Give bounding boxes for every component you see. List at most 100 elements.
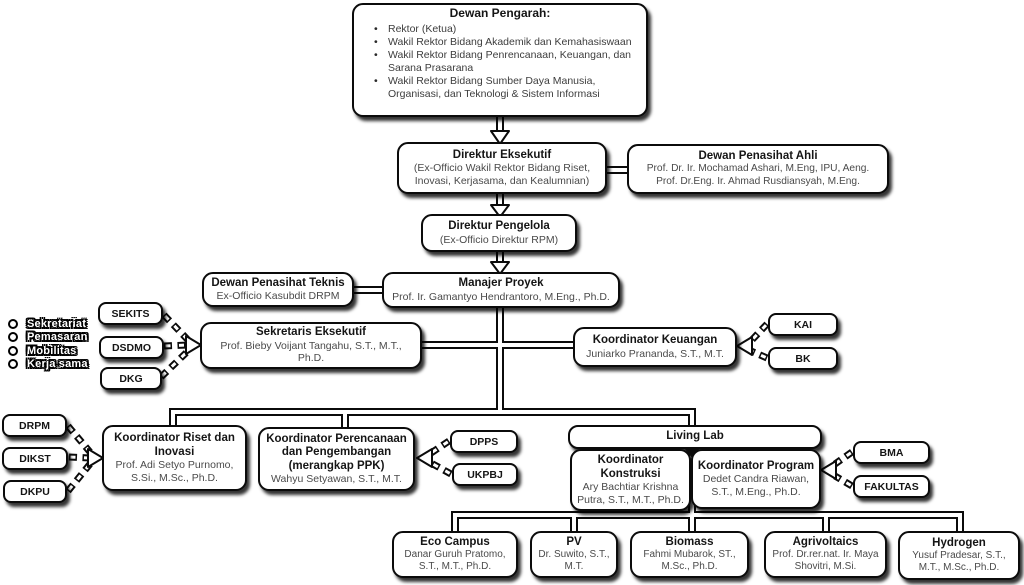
box-direktur-pengelola: Direktur Pengelola (Ex-Officio Direktur … — [421, 214, 577, 252]
tag-box-dkpu: DKPU — [3, 480, 67, 503]
tag-label: DSDMO — [111, 341, 152, 354]
box-pv: PV Dr. Suwito, S.T., M.T. — [530, 531, 618, 578]
tag-box-bk: BK — [768, 347, 838, 370]
box-hydrogen: Hydrogen Yusuf Pradesar, S.T., M.T., M.S… — [898, 531, 1020, 580]
box-body: Ex-Officio Kasubdit DRPM — [216, 290, 340, 302]
tag-label: DPPS — [469, 435, 499, 448]
box-direktur-eksekutif: Direktur Eksekutif (Ex-Officio Wakil Rek… — [397, 142, 607, 194]
label-row: Pemasaran — [8, 331, 88, 345]
tag-label: BMA — [879, 446, 904, 459]
box-koordinator-keuangan: Koordinator Keuangan Juniarko Prananda, … — [573, 327, 737, 367]
box-koordinator-konstruksi: Koordinator Konstruksi Ary Bachtiar Kris… — [570, 449, 691, 511]
arrowhead-left-icon — [416, 448, 433, 468]
box-body: Prof. Dr.rer.nat. Ir. Maya Shovitri, M.S… — [772, 549, 879, 573]
box-title: Direktur Eksekutif — [452, 148, 552, 161]
box-title: Dewan Penasihat Teknis — [211, 276, 345, 289]
living-lab-notch-icon — [685, 449, 699, 458]
box-dewan-penasihat-ahli: Dewan Penasihat Ahli Prof. Dr. Ir. Mocha… — [627, 144, 889, 194]
dashed-bma-group — [832, 449, 855, 490]
label-text: Mobilitas — [27, 344, 77, 357]
box-title: Biomass — [665, 535, 714, 548]
label-row: Sekretariat — [8, 317, 88, 331]
tag-box-ukpbj: UKPBJ — [452, 463, 518, 486]
bullet-icon — [8, 359, 18, 370]
arrowhead-right-icon — [185, 335, 202, 355]
bullet-icon — [8, 345, 18, 356]
box-title: Eco Campus — [420, 535, 490, 548]
arrowhead-left-icon — [820, 460, 837, 480]
label-text: Kerja sama — [27, 358, 88, 371]
box-body: Ary Bachtiar Krishna Putra, S.T., M.T., … — [577, 481, 684, 506]
tag-label: DKG — [119, 372, 143, 385]
box-body: Fahmi Mubarok, ST., M.Sc., Ph.D. — [643, 549, 736, 573]
tag-box-kai: KAI — [768, 313, 838, 336]
dewan-pengarah-list: Rektor (Ketua) Wakil Rektor Bidang Akade… — [358, 23, 642, 101]
box-body: Prof. Ir. Gamantyo Hendrantoro, M.Eng., … — [392, 290, 610, 303]
arrowhead-down-icon — [490, 204, 510, 218]
bullet-icon — [8, 318, 18, 329]
box-title: Koordinator Keuangan — [592, 334, 718, 346]
box-body: Prof. Adi Setyo Purnomo, S.Si., M.Sc., P… — [115, 459, 234, 484]
box-title: Living Lab — [666, 430, 724, 443]
box-agrivoltaics: Agrivoltaics Prof. Dr.rer.nat. Ir. Maya … — [764, 531, 887, 578]
box-title: Manajer Proyek — [458, 277, 544, 289]
dashed-kai-group — [748, 321, 770, 362]
tag-box-sekits: SEKITS — [98, 302, 163, 325]
list-item: Wakil Rektor Bidang Sumber Daya Manusia,… — [374, 75, 638, 101]
box-title: PV — [566, 535, 582, 548]
tag-box-drpm: DRPM — [2, 414, 67, 437]
box-title: Koordinator Riset dan Inovasi — [114, 432, 235, 458]
box-body: Wahyu Setyawan, S.T., M.T. — [271, 473, 402, 485]
list-item: Rektor (Ketua) — [374, 23, 638, 36]
box-body: Prof. Dr. Ir. Mochamad Ashari, M.Eng, IP… — [646, 163, 870, 175]
label-text: Pemasaran — [27, 331, 88, 344]
box-sekretaris-eksekutif: Sekretaris Eksekutif Prof. Bieby Voijant… — [200, 322, 422, 369]
box-koordinator-program: Koordinator Program Dedet Candra Riawan,… — [691, 449, 821, 509]
tag-box-bma: BMA — [853, 441, 930, 464]
tag-label: DKPU — [20, 485, 50, 498]
tag-box-dpps: DPPS — [450, 430, 518, 453]
label-text: Sekretariat — [27, 317, 87, 330]
box-dewan-penasihat-teknis: Dewan Penasihat Teknis Ex-Officio Kasubd… — [202, 272, 354, 307]
box-manajer-proyek: Manajer Proyek Prof. Ir. Gamantyo Hendra… — [382, 272, 620, 308]
box-body: Inovasi, Kerjasama, dan Kealumnian) — [414, 174, 590, 187]
bullet-icon — [8, 332, 18, 343]
label-row: Mobilitas — [8, 344, 88, 358]
label-row: Kerja sama — [8, 358, 88, 372]
arrowhead-down-icon — [490, 261, 510, 275]
box-title: Hydrogen — [932, 536, 986, 549]
box-title: Koordinator Perencanaan dan Pengembangan… — [266, 432, 407, 472]
box-body: Prof. Bieby Voijant Tangahu, S.T., M.T.,… — [220, 339, 402, 365]
tag-label: DRPM — [19, 419, 50, 432]
list-item: Wakil Rektor Bidang Akademik dan Kemahas… — [374, 36, 638, 49]
tag-label: FAKULTAS — [864, 480, 919, 493]
support-function-labels: Sekretariat Pemasaran Mobilitas Kerja sa… — [8, 317, 88, 371]
box-koordinator-perencanaan: Koordinator Perencanaan dan Pengembangan… — [258, 427, 415, 491]
arrowhead-right-icon — [87, 448, 104, 468]
tag-box-dikst: DIKST — [2, 447, 68, 470]
box-body: (Ex-Officio Wakil Rektor Bidang Riset, — [413, 162, 591, 175]
box-title: Agrivoltaics — [792, 535, 859, 548]
box-body: Danar Guruh Pratomo, S.T., M.T., Ph.D. — [404, 549, 506, 573]
box-body: Dr. Suwito, S.T., M.T. — [538, 549, 610, 573]
tag-label: UKPBJ — [467, 468, 503, 481]
box-title: Koordinator Konstruksi — [597, 454, 664, 480]
box-title: Dewan Penasihat Ahli — [698, 149, 818, 162]
box-body: Dedet Candra Riawan, S.T., M.Eng., Ph.D. — [702, 473, 810, 498]
arrowhead-left-icon — [736, 336, 753, 356]
box-biomass: Biomass Fahmi Mubarok, ST., M.Sc., Ph.D. — [630, 531, 749, 578]
box-living-lab-header: Living Lab — [568, 425, 822, 449]
box-title: Sekretaris Eksekutif — [256, 326, 366, 339]
box-body: Prof. Dr.Eng. Ir. Ahmad Rusdiansyah, M.E… — [656, 175, 860, 187]
tag-box-dkg: DKG — [100, 367, 162, 390]
box-eco-campus: Eco Campus Danar Guruh Pratomo, S.T., M.… — [392, 531, 518, 578]
tag-label: BK — [795, 352, 811, 365]
box-body: Juniarko Prananda, S.T., M.T. — [586, 347, 724, 360]
box-body: Yusuf Pradesar, S.T., M.T., M.Sc., Ph.D. — [912, 550, 1006, 574]
list-item: Wakil Rektor Bidang Penrencanaan, Keuang… — [374, 49, 638, 75]
box-title: Koordinator Program — [697, 459, 815, 472]
tag-label: KAI — [793, 318, 813, 331]
tag-box-dsdmo: DSDMO — [99, 336, 164, 359]
box-dewan-pengarah: Dewan Pengarah: Rektor (Ketua) Wakil Rek… — [352, 3, 648, 117]
